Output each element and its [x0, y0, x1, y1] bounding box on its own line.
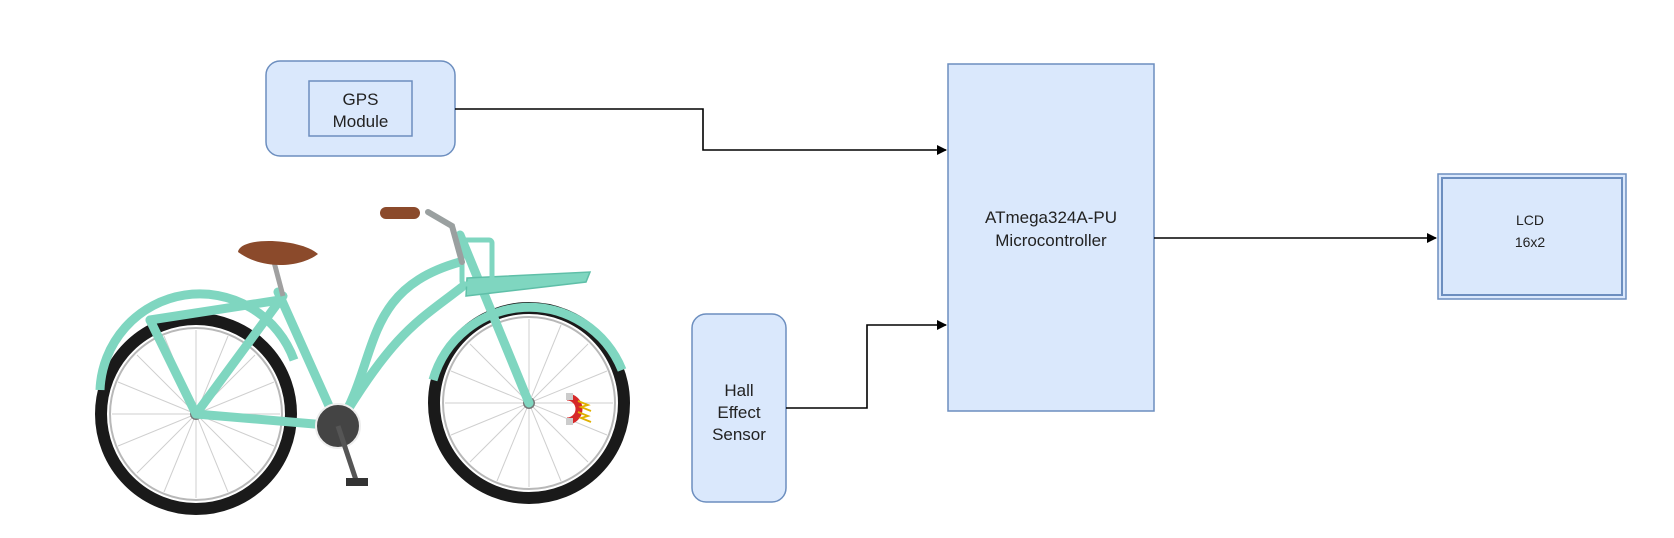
microcontroller-box: ATmega324A-PU Microcontroller [947, 63, 1155, 412]
lcd-box: LCD 16x2 [1437, 173, 1627, 300]
pedal [346, 478, 368, 486]
lcd-label-line1: LCD [1516, 212, 1544, 228]
bicycle-illustration [95, 207, 630, 515]
bicycle-frame [145, 230, 534, 431]
magnet-icon [566, 393, 592, 425]
crank-arm [335, 425, 359, 481]
handlebar-stem [425, 209, 465, 265]
microcontroller-label-line1: ATmega324A-PU [985, 208, 1117, 227]
hall-sensor-label-line2: Effect [717, 403, 760, 422]
hall-sensor-label-line3: Sensor [712, 425, 766, 444]
hall-to-mcu-arrow [786, 320, 947, 409]
front-rack [459, 237, 592, 297]
microcontroller-label-line2: Microcontroller [995, 231, 1107, 250]
hall-sensor-box: Hall Effect Sensor [691, 313, 787, 503]
gps-module-box: GPS Module [265, 60, 456, 157]
front-fender [428, 302, 627, 382]
gps-module-label-line2: Module [333, 112, 389, 131]
gps-module-label-line1: GPS [343, 90, 379, 109]
gps-to-mcu-arrow [455, 108, 947, 155]
lcd-label-line2: 16x2 [1515, 234, 1546, 250]
handlebar-grip [380, 207, 420, 219]
seat-post [271, 261, 286, 297]
saddle [238, 240, 318, 265]
rear-fender [95, 289, 299, 391]
hall-sensor-label-line1: Hall [724, 381, 753, 400]
